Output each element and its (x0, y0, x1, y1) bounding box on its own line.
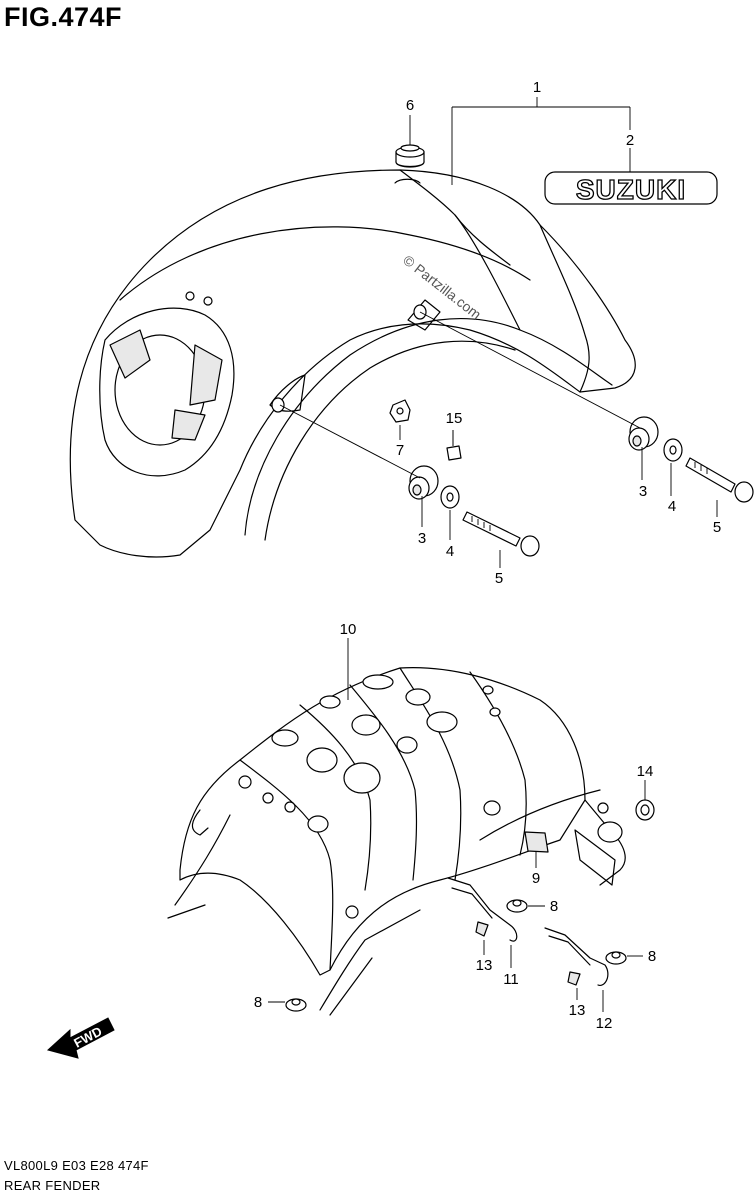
clip-13-left[interactable] (475, 921, 489, 937)
harness-clamp-11[interactable] (447, 877, 518, 942)
cushion-left[interactable] (408, 465, 439, 500)
emblem-text: SUZUKI (576, 174, 686, 205)
callout-4: 4 (446, 543, 454, 560)
leader-line (279, 404, 421, 479)
callout-leaders (268, 97, 718, 1012)
callout-8: 8 (648, 948, 656, 965)
nut-14[interactable] (635, 799, 655, 821)
callout-15: 15 (446, 410, 463, 427)
callout-5: 5 (495, 570, 503, 587)
clip[interactable] (446, 430, 462, 461)
suzuki-emblem[interactable]: SUZUKI (544, 171, 718, 206)
callout-13: 13 (476, 957, 493, 974)
callout-2: 2 (626, 132, 634, 149)
bolt-left[interactable] (462, 511, 540, 557)
callout-7: 7 (396, 442, 404, 459)
washer-right[interactable] (663, 438, 683, 462)
washer-left[interactable] (440, 485, 460, 509)
fwd-label: FWD (71, 1023, 104, 1050)
rear-fender[interactable] (69, 169, 636, 558)
callout-8: 8 (550, 898, 558, 915)
cushion-right[interactable] (628, 416, 659, 451)
callout-numbers: 1 2 3 3 4 4 5 5 6 7 15 10 14 9 8 8 8 13 … (254, 79, 721, 1032)
callout-8: 8 (254, 994, 262, 1011)
leader-line (419, 311, 641, 429)
callout-14: 14 (637, 763, 654, 780)
callout-3: 3 (639, 483, 647, 500)
callout-3: 3 (418, 530, 426, 547)
figure-title: FIG.474F (4, 2, 123, 32)
cushion-8-left[interactable] (285, 998, 307, 1012)
figure-code: VL800L9 E03 E28 474F (4, 1158, 149, 1173)
callout-13: 13 (569, 1002, 586, 1019)
callout-11: 11 (503, 971, 519, 988)
callout-12: 12 (596, 1015, 613, 1032)
cushion-8-right[interactable] (605, 951, 627, 965)
fwd-arrow-icon: FWD (46, 1017, 115, 1059)
callout-9: 9 (532, 870, 540, 887)
callout-6: 6 (406, 97, 414, 114)
cushion-8-upper[interactable] (506, 899, 528, 913)
clip-13-right[interactable] (567, 971, 581, 986)
bolt-right[interactable] (685, 457, 754, 503)
harness-clamp-12[interactable] (544, 927, 609, 987)
inner-rear-fender[interactable] (167, 667, 626, 1016)
callout-10: 10 (340, 621, 357, 638)
nut[interactable] (389, 399, 411, 423)
callout-5: 5 (713, 519, 721, 536)
callout-1: 1 (533, 79, 541, 96)
callout-4: 4 (668, 498, 676, 515)
grommet[interactable] (395, 144, 425, 168)
label-plate[interactable] (524, 831, 549, 853)
figure-name: REAR FENDER (4, 1178, 101, 1193)
